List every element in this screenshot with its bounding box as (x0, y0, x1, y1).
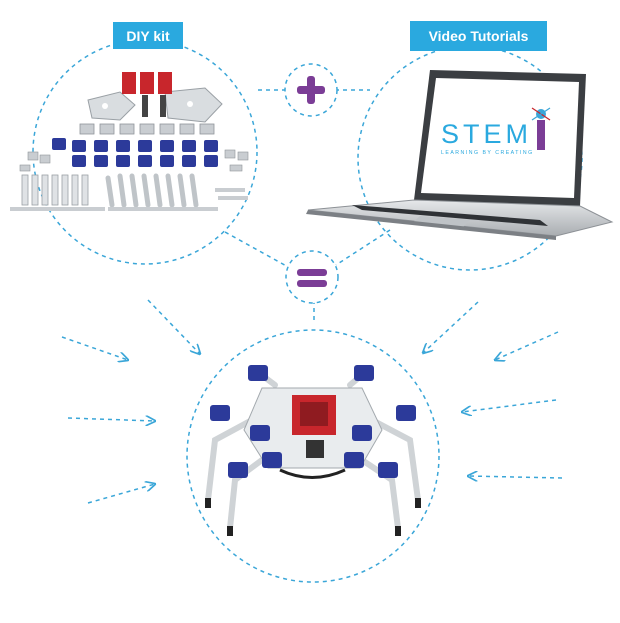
plus-operator-icon (297, 76, 325, 104)
converging-arrows (61, 299, 563, 504)
equals-operator-circle (285, 250, 339, 304)
stem-robot-logo-icon (531, 107, 551, 150)
diy-kit-label: DIY kit (113, 22, 183, 49)
connector-lines (224, 89, 391, 322)
video-tutorials-label: Video Tutorials (410, 21, 547, 51)
diy-kit-parts-image (10, 72, 249, 211)
diy-kit-circle (32, 39, 258, 265)
laptop-brand-text: STEM (441, 119, 532, 149)
hexapod-robot-image (205, 365, 421, 536)
robot-circle (186, 329, 440, 583)
equals-operator-icon (297, 269, 327, 287)
laptop-tagline-text: LEARNING BY CREATING (441, 150, 534, 156)
laptop-image: STEM LEARNING BY CREATING (306, 70, 614, 240)
